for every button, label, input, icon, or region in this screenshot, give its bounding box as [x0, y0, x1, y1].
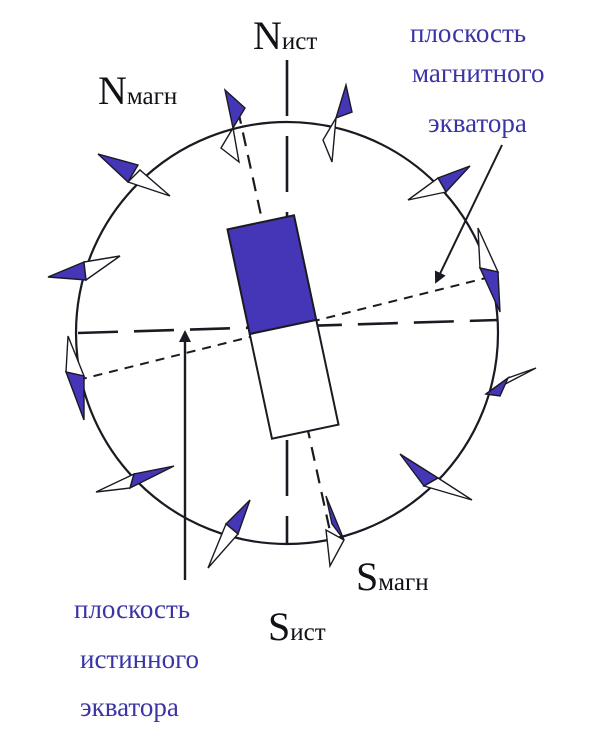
compass-needle — [64, 335, 86, 421]
compass-needle — [47, 255, 121, 282]
compass-needle — [97, 153, 171, 197]
compass-needle — [477, 227, 501, 313]
caption-line: плоскость — [410, 18, 526, 48]
caption-line: плоскость — [74, 594, 190, 624]
s-true-label: Sист — [268, 604, 326, 649]
caption-line: истинного — [80, 644, 199, 674]
bar-magnet-north — [226, 214, 318, 336]
s-magnetic-label: Sмагн — [356, 554, 429, 599]
magnetic-equator-caption: плоскость магнитного экватора — [410, 18, 545, 138]
n-magnetic-label: Nмагн — [98, 68, 177, 113]
magnetic-axis-line — [236, 109, 335, 546]
caption-line: экватора — [80, 692, 179, 722]
compass-needle — [325, 495, 345, 569]
compass-needle — [484, 367, 537, 397]
caption-line: экватора — [428, 108, 527, 138]
compass-needle — [207, 499, 251, 569]
compass-needle — [95, 465, 175, 493]
compass-needle — [399, 453, 473, 501]
compass-needle — [322, 82, 353, 163]
caption-line: магнитного — [412, 58, 545, 88]
compass-needle — [220, 88, 246, 164]
bar-magnet — [226, 214, 340, 440]
bar-magnet-south — [248, 318, 340, 440]
n-true-label: Nист — [253, 13, 317, 58]
true-equator-caption: плоскость истинного экватора — [74, 594, 199, 722]
true-equator-line — [77, 318, 499, 335]
magnetic-equator-arrow — [434, 144, 503, 284]
compass-needle — [407, 165, 471, 201]
